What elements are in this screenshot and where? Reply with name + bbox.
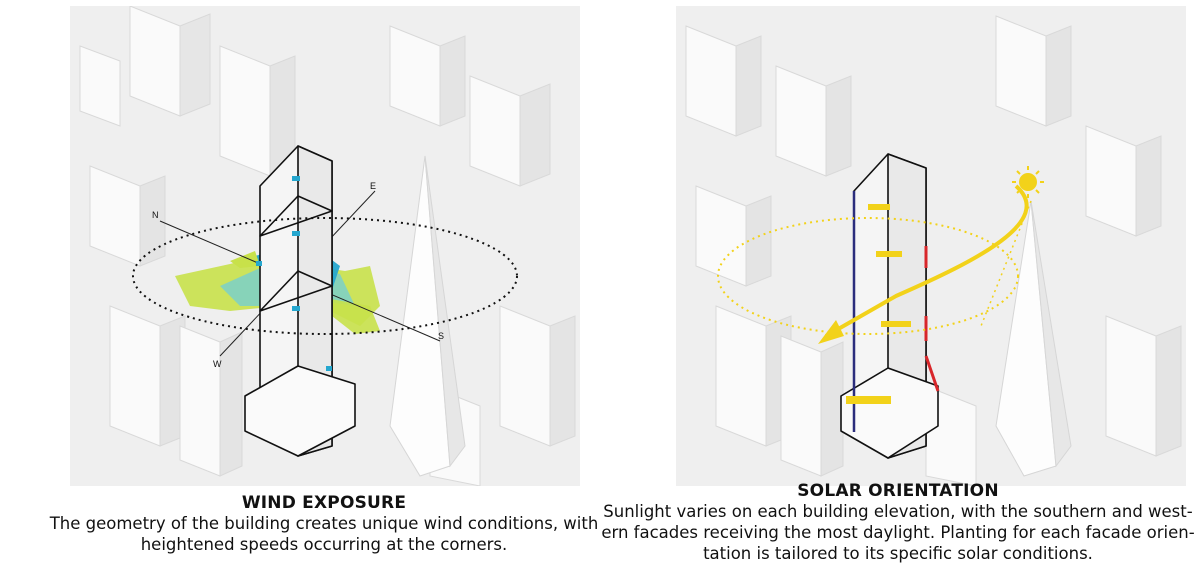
wind-ring <box>132 217 518 335</box>
solar-orientation-line-3: tation is tailored to its specific solar… <box>703 544 1093 563</box>
main-tower <box>840 153 939 459</box>
wind-diagram-svg: N E S W <box>70 6 580 486</box>
wind-exposure-line-1: The geometry of the building creates uni… <box>49 514 599 533</box>
solar-orientation-title: SOLAR ORIENTATION <box>797 481 999 501</box>
compass-label-s: S <box>438 331 444 341</box>
compass-label-e: E <box>370 181 376 191</box>
sun-icon <box>1012 166 1044 198</box>
wind-exposure-diagram: N E S W <box>70 6 580 486</box>
wind-exposure-title: WIND EXPOSURE <box>241 493 407 513</box>
south-facade-accents <box>924 246 940 392</box>
solar-orientation-diagram <box>676 6 1186 486</box>
compass-label-n: N <box>152 210 159 220</box>
solar-orientation-caption: SOLAR ORIENTATION Sunlight varies on eac… <box>598 481 1198 564</box>
neighbor-spire-tower <box>995 200 1072 477</box>
neighbor-spire-tower <box>389 155 466 477</box>
solar-diagram-svg <box>676 6 1186 486</box>
solar-orientation-line-2: ern facades receiving the most daylight.… <box>601 523 1195 542</box>
compass-label-w: W <box>213 359 222 369</box>
sun-path-arrow <box>825 184 1029 338</box>
sun-path-arrowhead <box>818 320 844 344</box>
solar-orientation-line-1: Sunlight varies on each building elevati… <box>603 502 1193 521</box>
main-tower <box>244 145 356 457</box>
planting-bands <box>846 204 911 404</box>
sun-path-ring <box>717 217 1019 335</box>
wind-exposure-caption: WIND EXPOSURE The geometry of the buildi… <box>0 493 648 555</box>
wind-exposure-line-2: heightened speeds occurring at the corne… <box>140 535 508 554</box>
context-buildings <box>685 15 1182 486</box>
tower-corner-accents <box>256 176 332 371</box>
